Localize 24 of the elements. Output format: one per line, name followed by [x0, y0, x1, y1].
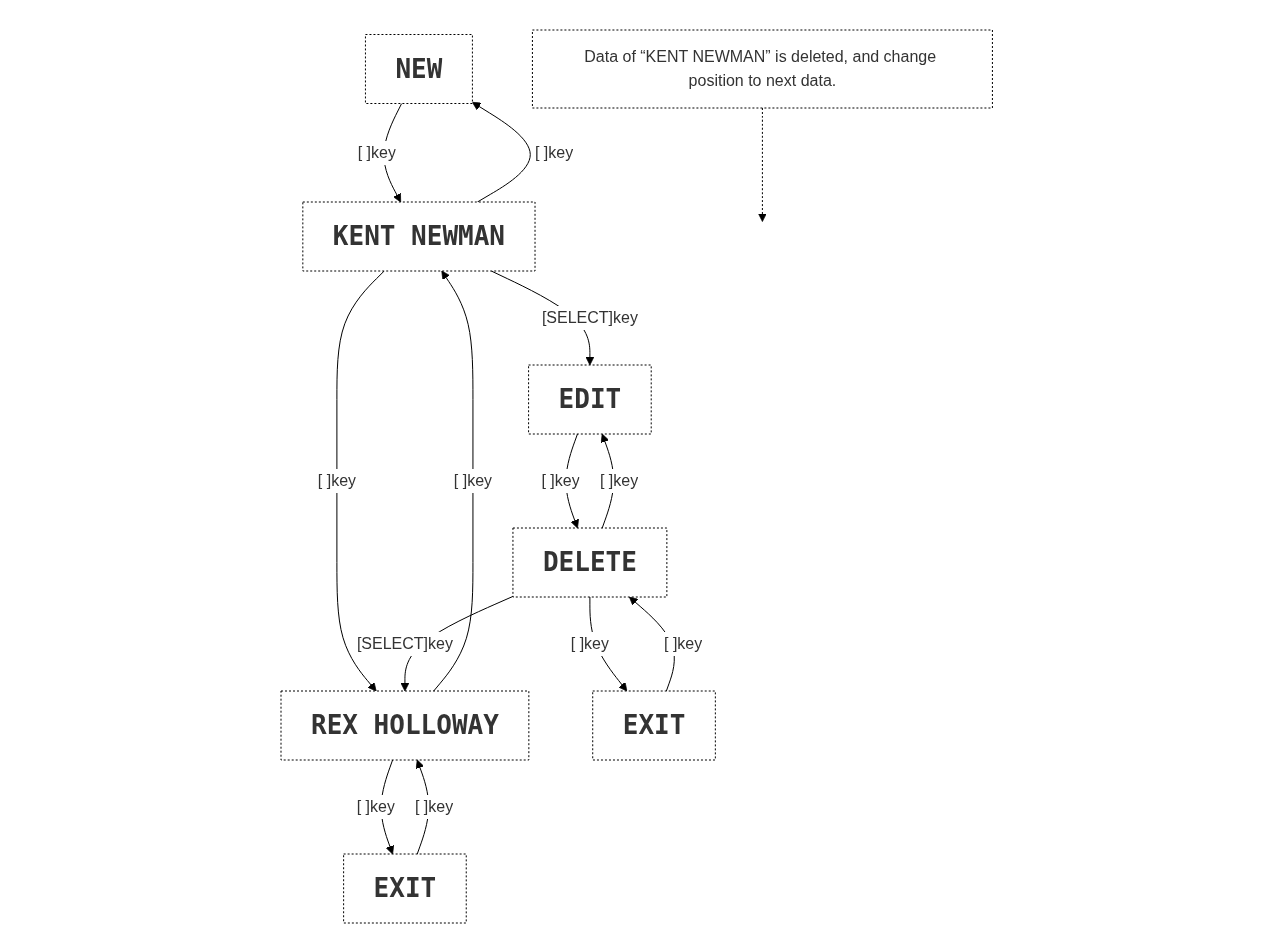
- edge-label: [SELECT]key: [541, 308, 638, 326]
- arrow: [433, 270, 474, 691]
- node-box: EXIT: [342, 853, 467, 923]
- node-box: DELETE: [512, 527, 668, 597]
- arrow: [471, 101, 531, 202]
- edge-label: [ ]key: [663, 634, 703, 652]
- node-box: EXIT: [592, 690, 716, 760]
- edge-label: [ ]key: [570, 634, 609, 652]
- edge-label: [ ]key: [357, 143, 396, 161]
- node-box: KENT NEWMAN: [302, 201, 536, 271]
- node-box: NEW: [364, 33, 473, 104]
- edge-label: [ ]key: [414, 797, 453, 815]
- edge-label: [ ]key: [599, 471, 638, 489]
- arrow: [336, 270, 385, 691]
- edge-label: [SELECT]key: [356, 634, 453, 652]
- edge-label: [ ]key: [356, 797, 395, 815]
- node-box: REX HOLLOWAY: [280, 690, 530, 760]
- edge-label: [ ]key: [534, 143, 573, 161]
- edge-label: [ ]key: [317, 471, 356, 489]
- edge-label: [ ]key: [541, 471, 580, 489]
- edge-label: [ ]key: [453, 471, 492, 489]
- arrow: [757, 107, 767, 222]
- node-box: EDIT: [527, 364, 652, 434]
- node-box: Data of “KENT NEWMAN” is deleted, and change position to next data.: [531, 29, 993, 108]
